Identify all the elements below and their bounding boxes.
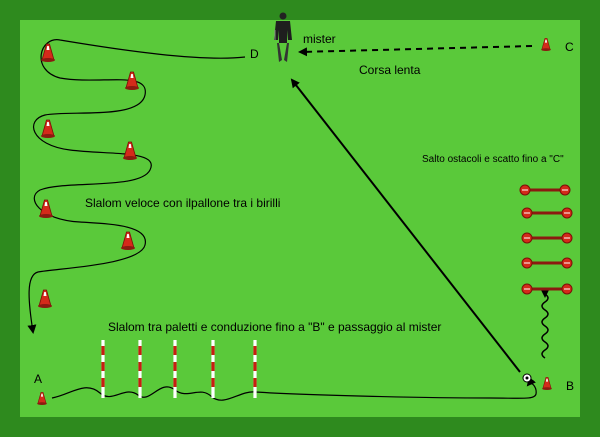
point-b-label: B xyxy=(566,379,574,393)
pole-slalom-path xyxy=(51,376,537,401)
pass-path xyxy=(290,78,521,373)
hurdles-label: Salto ostacoli e scatto fino a "C" xyxy=(422,154,564,165)
pole-icon xyxy=(101,340,105,398)
cone-slalom-label: Slalom veloce con ilpallone tra i birill… xyxy=(85,196,280,210)
jog-path xyxy=(298,45,533,57)
pole-icon xyxy=(138,340,142,398)
point-c-label: C xyxy=(565,40,574,54)
pole-icon xyxy=(253,340,257,398)
point-a-label: A xyxy=(34,372,42,386)
coach-figure-icon xyxy=(274,12,292,62)
point-d-label: D xyxy=(250,47,259,61)
jog-label: Corsa lenta xyxy=(359,63,421,77)
pitch xyxy=(20,20,580,417)
coach-label: mister xyxy=(303,32,336,46)
hurdle-run-path xyxy=(540,289,550,359)
pole-slalom-label: Slalom tra paletti e conduzione fino a "… xyxy=(108,320,441,334)
pole-icon xyxy=(211,340,215,398)
pole-icon xyxy=(173,340,177,398)
ball-icon xyxy=(522,373,532,383)
cone-slalom-path xyxy=(27,39,246,334)
